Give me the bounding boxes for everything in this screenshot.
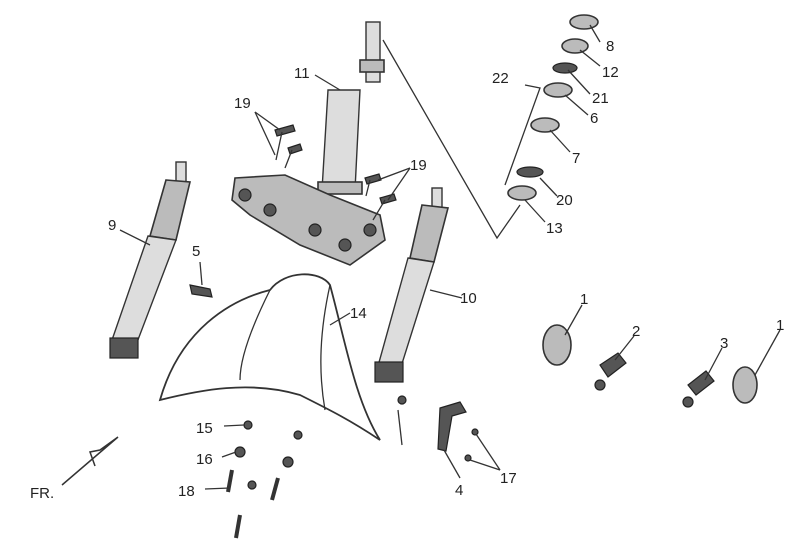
label-18: 18 (178, 483, 195, 500)
label-1: 1 (776, 317, 784, 334)
label-4: 4 (455, 482, 463, 499)
bolts-19 (274, 124, 397, 221)
lamp-parts (542, 324, 758, 408)
front-direction-arrow (61, 436, 119, 486)
label-2: 2 (632, 323, 640, 340)
label-1: 1 (580, 291, 588, 308)
label-12: 12 (602, 64, 619, 81)
label-16: 16 (196, 451, 213, 468)
label-20: 20 (556, 192, 573, 209)
label-7: 7 (572, 150, 580, 167)
label-3: 3 (720, 335, 728, 352)
label-5: 5 (192, 243, 200, 260)
label-19: 19 (410, 157, 427, 174)
bracket-4 (437, 401, 467, 452)
label-21: 21 (592, 90, 609, 107)
steering-stem (317, 21, 385, 195)
label-22: 22 (492, 70, 509, 87)
fork-left (109, 161, 191, 359)
label-front: FR. (30, 485, 54, 502)
leader-22 (382, 39, 521, 240)
label-13: 13 (546, 220, 563, 237)
fork-right (374, 187, 450, 383)
label-15: 15 (196, 420, 213, 437)
triple-clamp (231, 174, 386, 266)
front-fender (158, 273, 381, 441)
part-5 (189, 284, 213, 298)
label-9: 9 (108, 217, 116, 234)
label-17: 17 (500, 470, 517, 487)
label-11: 11 (294, 65, 310, 82)
label-14: 14 (350, 305, 367, 322)
label-8: 8 (606, 38, 614, 55)
label-19: 19 (234, 95, 251, 112)
bearing-stack (507, 14, 599, 201)
hardware (226, 395, 407, 539)
label-10: 10 (460, 290, 477, 307)
label-6: 6 (590, 110, 598, 127)
